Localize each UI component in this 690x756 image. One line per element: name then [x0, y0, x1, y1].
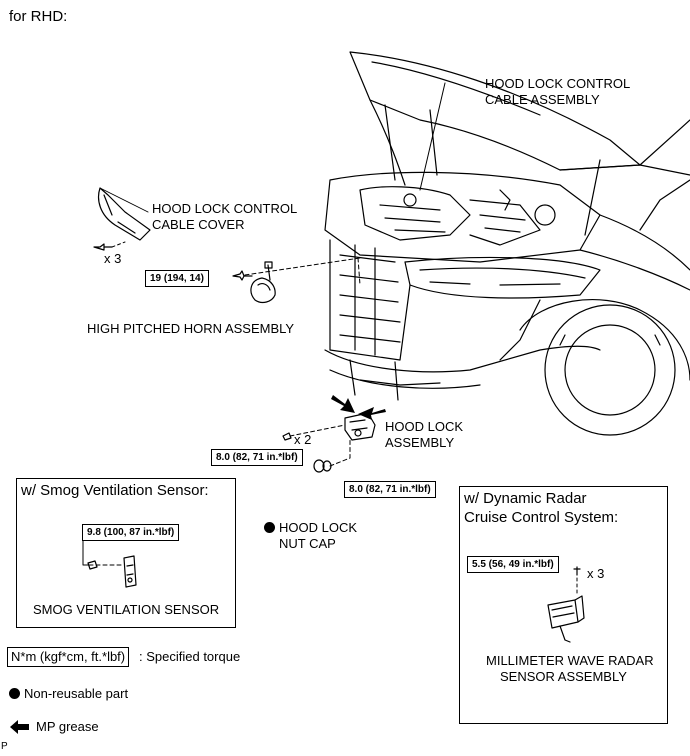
non-reusable-dot-icon [264, 522, 275, 533]
nut-cap-label-line2: NUT CAP [279, 536, 336, 551]
radar-label-line1: MILLIMETER WAVE RADAR [486, 653, 654, 668]
hood-lock-label-line1: HOOD LOCK [385, 419, 464, 434]
radar-panel-title-line1: w/ Dynamic Radar [464, 490, 587, 507]
radar-panel [459, 486, 668, 724]
hood-lock-torque-box: 8.0 (82, 71 in.*lbf) [211, 449, 303, 466]
cable-cover-label-line2: CABLE COVER [152, 217, 245, 232]
legend-grease: MP grease [36, 719, 99, 734]
nut-cap-label-text1: HOOD LOCK [279, 520, 358, 535]
smog-torque-box: 9.8 (100, 87 in.*lbf) [82, 524, 180, 541]
page-marker: P [1, 741, 8, 752]
legend-torque-desc: : Specified torque [139, 649, 241, 664]
page-title: for RHD: [9, 8, 68, 25]
legend-nonreusable: Non-reusable part [9, 686, 128, 702]
cable-cover-quantity: x 3 [104, 251, 122, 266]
radar-quantity: x 3 [587, 566, 605, 581]
cable-cover-label-line1: HOOD LOCK CONTROL [152, 201, 298, 216]
hood-lock-cable-label-line2: CABLE ASSEMBLY [485, 92, 600, 107]
horn-label: HIGH PITCHED HORN ASSEMBLY [87, 321, 295, 336]
nut-cap-label-line1: HOOD LOCK [264, 520, 357, 536]
radar-panel-title-line2: Cruise Control System: [464, 509, 619, 526]
hood-lock-cable-label-line1: HOOD LOCK CONTROL [485, 76, 631, 91]
smog-sensor-panel [16, 478, 236, 628]
radar-label-line2: SENSOR ASSEMBLY [500, 669, 627, 684]
legend-dot-icon [9, 688, 20, 699]
smog-sensor-label: SMOG VENTILATION SENSOR [33, 602, 220, 617]
hood-lock-quantity: x 2 [294, 432, 312, 447]
horn-torque-box: 19 (194, 14) [145, 270, 209, 287]
nut-cap-torque-box: 8.0 (82, 71 in.*lbf) [344, 481, 436, 498]
legend-torque-box: N*m (kgf*cm, ft.*lbf) [7, 647, 130, 667]
legend-nonreusable-text: Non-reusable part [24, 686, 129, 701]
smog-panel-title: w/ Smog Ventilation Sensor: [21, 482, 209, 499]
hood-lock-label-line2: ASSEMBLY [385, 435, 455, 450]
radar-torque-box: 5.5 (56, 49 in.*lbf) [467, 556, 559, 573]
